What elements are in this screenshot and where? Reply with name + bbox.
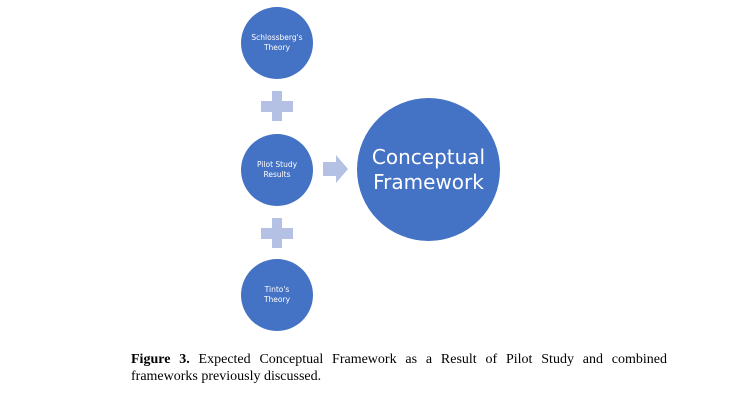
node-label-line1: Conceptual (371, 144, 486, 169)
node-label-line1: Tinto's (264, 285, 290, 294)
caption-text: Expected Conceptual Framework as a Resul… (131, 352, 668, 384)
figure-label: Figure 3. (131, 352, 190, 367)
schlossberg-theory-node: Schlossberg's Theory (241, 7, 313, 79)
node-label-line2: Theory (263, 43, 291, 52)
plus-icon (261, 218, 293, 248)
conceptual-framework-node: Conceptual Framework (357, 98, 500, 241)
figure-caption: Figure 3. Expected Conceptual Framework … (131, 351, 667, 385)
tinto-theory-node: Tinto's Theory (241, 259, 313, 331)
pilot-study-results-node: Pilot Study Results (241, 134, 313, 206)
node-label-line2: Theory (263, 295, 291, 304)
right-arrow-icon (323, 155, 348, 183)
node-label-line2: Results (263, 170, 291, 179)
node-label-line1: Pilot Study (256, 160, 298, 169)
node-label-line2: Framework (373, 169, 484, 194)
node-label-line1: Schlossberg's (251, 33, 303, 42)
plus-icon (261, 91, 293, 121)
